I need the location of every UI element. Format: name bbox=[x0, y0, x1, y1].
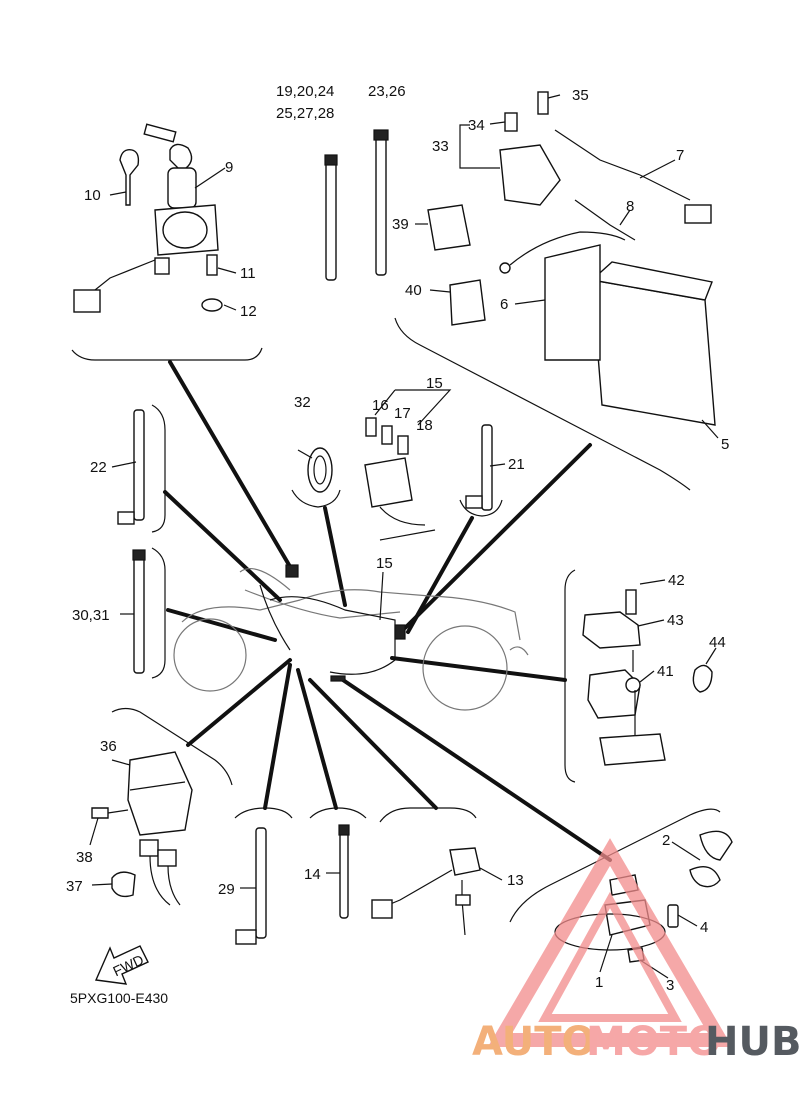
bracket-22 bbox=[151, 404, 166, 533]
bracket-ignition bbox=[71, 347, 263, 361]
callout-38: 38 bbox=[76, 849, 93, 866]
callout-39: 39 bbox=[392, 216, 409, 233]
bracket-15 bbox=[379, 529, 436, 541]
callout-35: 35 bbox=[572, 87, 589, 104]
leader-22 bbox=[163, 490, 282, 602]
callout-3: 3 bbox=[666, 977, 674, 994]
bracket-battery bbox=[394, 317, 691, 491]
callout-29: 29 bbox=[218, 881, 235, 898]
watermark-logo bbox=[487, 838, 733, 1047]
sensor-13 bbox=[371, 847, 481, 936]
control-unit-assembly bbox=[91, 751, 193, 906]
bracket-21 bbox=[459, 499, 503, 517]
watermark-auto: AUTO bbox=[472, 1019, 596, 1065]
callout-4: 4 bbox=[700, 919, 708, 936]
bracket-36 bbox=[111, 707, 233, 786]
callout-5: 5 bbox=[721, 436, 729, 453]
leader-switch bbox=[338, 676, 612, 862]
callout-41: 41 bbox=[657, 663, 674, 680]
watermark-moto: MOTO bbox=[586, 1019, 721, 1065]
leader-30 bbox=[166, 608, 277, 642]
callout-34: 34 bbox=[468, 117, 485, 134]
cable-tie-19 bbox=[324, 154, 338, 281]
leader-21 bbox=[406, 516, 474, 634]
callout-13: 13 bbox=[507, 872, 524, 889]
leader-32 bbox=[323, 506, 347, 607]
callout-9: 9 bbox=[225, 159, 233, 176]
callout-15-top: 15 bbox=[426, 375, 443, 392]
leader-battery bbox=[403, 443, 592, 630]
callout-12: 12 bbox=[240, 303, 257, 320]
callout-42: 42 bbox=[668, 572, 685, 589]
callout-22: 22 bbox=[90, 459, 107, 476]
relay-bracket-assembly bbox=[582, 589, 713, 766]
leader-ignition bbox=[168, 360, 294, 572]
battery-assembly bbox=[427, 91, 716, 426]
cable-tie-14 bbox=[338, 824, 350, 919]
callout-23-26: 23,26 bbox=[368, 83, 406, 100]
callout-leaders bbox=[89, 94, 719, 979]
diagram-code: 5PXG100-E430 bbox=[70, 990, 168, 1006]
callout-1: 1 bbox=[595, 974, 603, 991]
clamp-32 bbox=[297, 447, 333, 493]
callout-21: 21 bbox=[508, 456, 525, 473]
leader-36 bbox=[186, 658, 292, 747]
leader-41 bbox=[390, 656, 567, 682]
motorcycle-silhouette bbox=[173, 564, 529, 711]
bracket-13 bbox=[379, 807, 477, 823]
bracket-41 bbox=[564, 569, 576, 783]
callout-36: 36 bbox=[100, 738, 117, 755]
watermark-text: AUTO MOTO HUB bbox=[472, 1019, 800, 1065]
ignition-switch-assembly bbox=[73, 123, 223, 313]
callout-19-20-24: 19,20,24 bbox=[276, 83, 334, 100]
callout-11: 11 bbox=[240, 265, 256, 282]
bracket-32 bbox=[291, 489, 341, 508]
callout-32: 32 bbox=[294, 394, 311, 411]
callout-7: 7 bbox=[676, 147, 684, 164]
leader-14 bbox=[296, 668, 338, 810]
callout-30-31: 30,31 bbox=[72, 607, 110, 624]
cable-tie-21 bbox=[465, 424, 493, 511]
callout-17: 17 bbox=[394, 405, 411, 422]
callout-14: 14 bbox=[304, 866, 321, 883]
watermark-hub: HUB bbox=[705, 1019, 800, 1065]
callout-33: 33 bbox=[432, 138, 449, 155]
cable-tie-30 bbox=[132, 549, 146, 674]
fwd-arrow: FWD bbox=[94, 945, 149, 985]
leader-13 bbox=[308, 678, 438, 810]
bracket-29 bbox=[234, 807, 293, 819]
bracket-switch bbox=[509, 808, 721, 923]
callout-40: 40 bbox=[405, 282, 422, 299]
callout-44: 44 bbox=[709, 634, 726, 651]
callout-25-27-28: 25,27,28 bbox=[276, 105, 334, 122]
callout-8: 8 bbox=[626, 198, 634, 215]
fwd-label: FWD bbox=[110, 951, 146, 979]
callout-18: 18 bbox=[416, 417, 433, 434]
callout-16: 16 bbox=[372, 397, 389, 414]
bracket-14 bbox=[309, 807, 367, 819]
cable-tie-22 bbox=[117, 409, 145, 525]
cable-tie-23 bbox=[373, 129, 389, 276]
cable-tie-29 bbox=[235, 827, 267, 945]
callout-10: 10 bbox=[84, 187, 101, 204]
bracket-30 bbox=[151, 547, 166, 679]
callout-2: 2 bbox=[662, 832, 670, 849]
callout-6: 6 bbox=[500, 296, 508, 313]
callout-37: 37 bbox=[66, 878, 83, 895]
callout-43: 43 bbox=[667, 612, 684, 629]
leader-29 bbox=[263, 663, 292, 810]
fuse-box-assembly bbox=[364, 389, 452, 526]
callout-15-bottom: 15 bbox=[376, 555, 393, 572]
